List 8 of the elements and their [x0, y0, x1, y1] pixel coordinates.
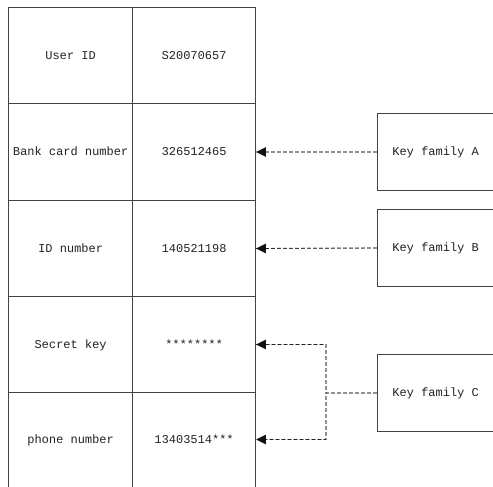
table-cell: S20070657	[132, 7, 256, 104]
key-box: Key family A	[377, 113, 493, 191]
dashed-arrow	[256, 243, 378, 254]
table-cell: User ID	[8, 7, 133, 104]
key-box: Key family B	[377, 209, 493, 287]
dashed-arrow	[256, 392, 378, 444]
key-box: Key family C	[377, 354, 493, 432]
dashed-arrow	[256, 147, 378, 157]
